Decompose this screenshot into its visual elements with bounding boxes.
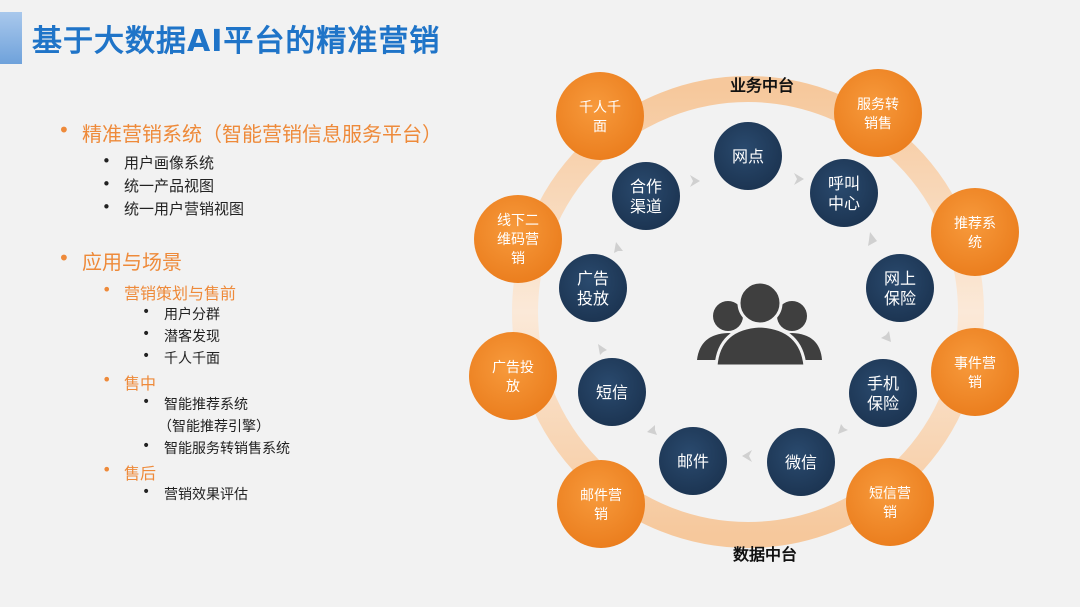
svg-text:手机: 手机 <box>867 374 899 393</box>
list-item-continuation: （智能推荐引擎） <box>158 419 270 435</box>
list-item: •用户分群 <box>142 304 220 323</box>
svg-text:短信: 短信 <box>596 383 628 402</box>
svg-text:千人千: 千人千 <box>579 100 621 116</box>
group-label: •售后 <box>102 460 157 483</box>
outer-node: 服务转 销售 <box>834 69 922 157</box>
svg-text:邮件: 邮件 <box>677 452 709 471</box>
svg-text:销: 销 <box>968 375 982 391</box>
inner-node: 呼叫 中心 <box>810 159 878 227</box>
svg-text:销: 销 <box>511 251 525 267</box>
outer-node: 广告投 放 <box>469 332 557 420</box>
svg-text:放: 放 <box>506 379 520 395</box>
svg-text:服务转: 服务转 <box>857 97 899 113</box>
flow-arrows <box>598 173 891 462</box>
outer-node: 推荐系 统 <box>931 188 1019 276</box>
inner-node: 广告 投放 <box>559 254 627 322</box>
svg-text:维码营: 维码营 <box>497 232 539 248</box>
inner-node: 微信 <box>767 428 835 496</box>
outer-node: 线下二 维码营 销 <box>474 195 562 283</box>
group-label: •售中 <box>102 370 157 393</box>
svg-text:短信营: 短信营 <box>869 486 911 502</box>
top-label: 业务中台 <box>730 76 794 95</box>
svg-text:推荐系: 推荐系 <box>954 216 996 232</box>
list-item: •智能服务转销售系统 <box>142 438 290 457</box>
outer-node: 邮件营 销 <box>557 460 645 548</box>
outer-node: 千人千 面 <box>556 72 644 160</box>
svg-text:投放: 投放 <box>577 289 609 308</box>
inner-node: 合作 渠道 <box>612 162 680 230</box>
svg-text:统: 统 <box>968 235 982 251</box>
list-item: •千人千面 <box>142 348 220 367</box>
inner-node: 手机 保险 <box>849 359 917 427</box>
svg-text:网点: 网点 <box>732 147 764 166</box>
list-item: •用户画像系统 <box>102 152 215 172</box>
svg-text:邮件营: 邮件营 <box>580 488 622 504</box>
svg-text:销: 销 <box>883 505 897 521</box>
svg-text:销售: 销售 <box>864 116 892 132</box>
svg-text:销: 销 <box>594 507 608 523</box>
svg-text:呼叫: 呼叫 <box>828 174 860 193</box>
svg-text:广告投: 广告投 <box>492 360 534 376</box>
people-group-icon <box>697 280 822 368</box>
list-item: •统一用户营销视图 <box>102 198 245 218</box>
svg-text:广告: 广告 <box>577 269 609 288</box>
outer-node: 短信营 销 <box>846 458 934 546</box>
svg-text:保险: 保险 <box>884 289 916 308</box>
page-title: 基于大数据AI平台的精准营销 <box>32 24 441 59</box>
svg-text:保险: 保险 <box>867 394 899 413</box>
title-accent-bar <box>0 12 22 64</box>
section1-heading: • 精准营销系统（智能营销信息服务平台） <box>58 118 442 146</box>
section2-heading: • 应用与场景 <box>58 246 182 274</box>
svg-text:合作: 合作 <box>630 177 662 196</box>
inner-node: 网点 <box>714 122 782 190</box>
svg-text:事件营: 事件营 <box>954 356 996 372</box>
list-item: •统一产品视图 <box>102 175 215 195</box>
list-item: •智能推荐系统 <box>142 394 248 413</box>
outer-ring <box>512 76 984 548</box>
list-item: •营销效果评估 <box>142 484 248 503</box>
svg-text:微信: 微信 <box>785 453 817 472</box>
inner-node: 短信 <box>578 358 646 426</box>
svg-text:渠道: 渠道 <box>630 197 662 216</box>
svg-text:线下二: 线下二 <box>497 213 539 229</box>
list-item: •潜客发现 <box>142 326 220 345</box>
outer-node: 事件营 销 <box>931 328 1019 416</box>
inner-node: 网上 保险 <box>866 254 934 322</box>
svg-text:中心: 中心 <box>828 194 860 213</box>
group-label: •营销策划与售前 <box>102 280 237 303</box>
inner-node: 邮件 <box>659 427 727 495</box>
svg-text:网上: 网上 <box>884 269 916 288</box>
bottom-label: 数据中台 <box>733 545 797 564</box>
svg-text:面: 面 <box>593 119 607 135</box>
